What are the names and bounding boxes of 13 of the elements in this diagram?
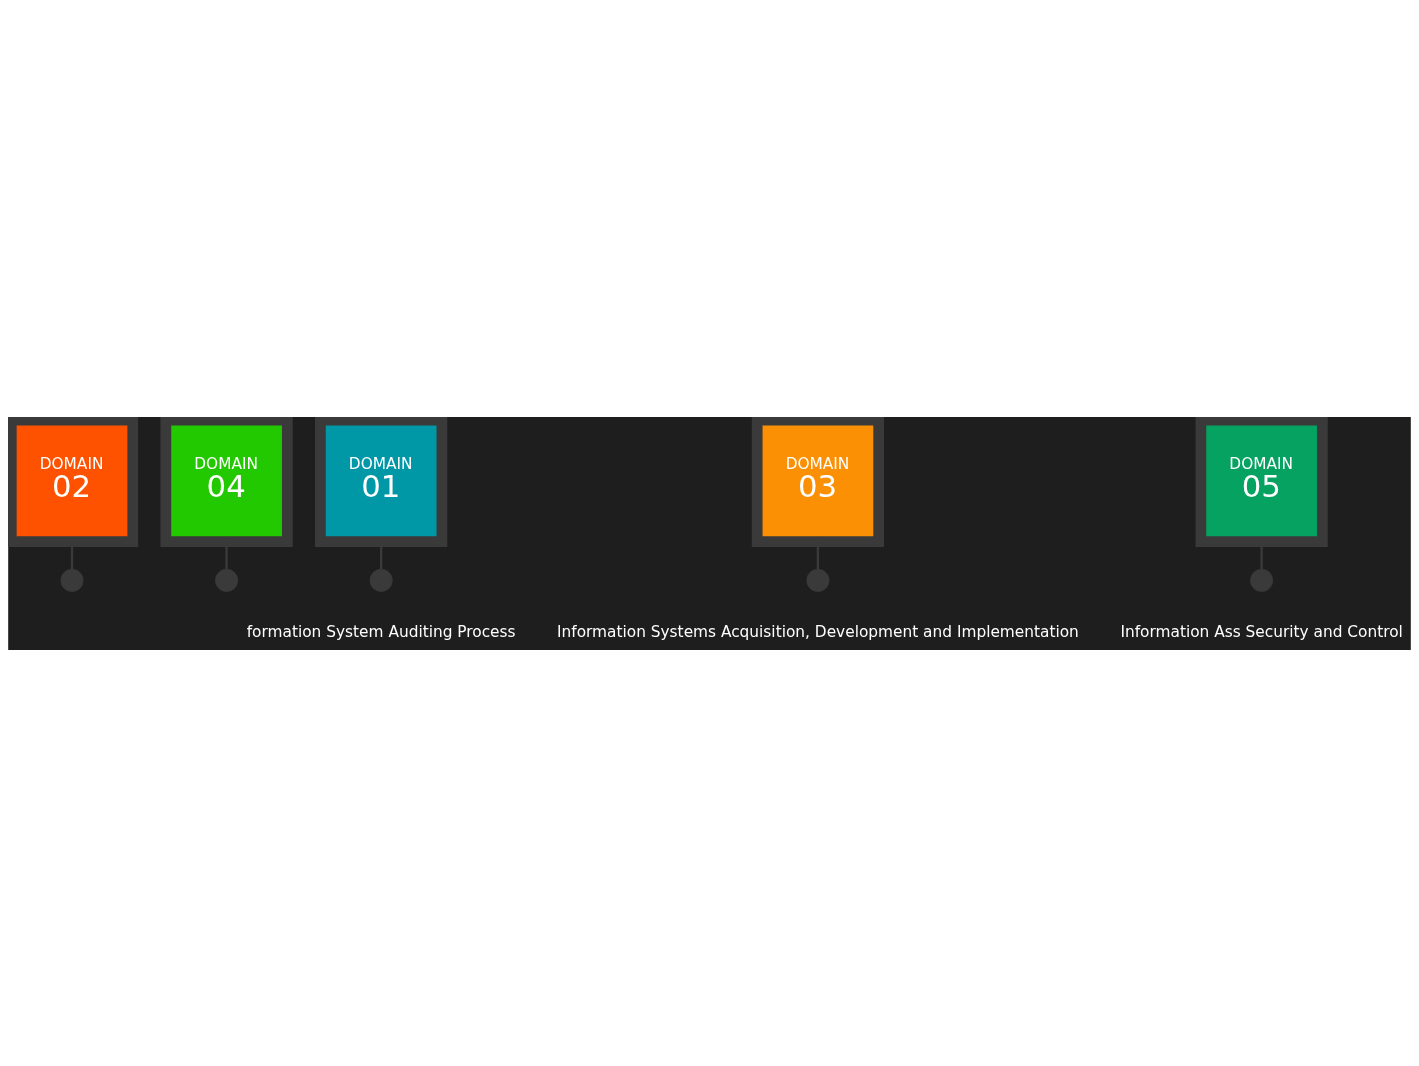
node-box: DOMAIN 04 (160, 416, 293, 547)
node-box: DOMAIN 03 (751, 416, 885, 547)
node-box: DOMAIN 05 (1195, 416, 1328, 547)
node-circle (215, 568, 239, 592)
node-circle (60, 568, 84, 592)
node-box: DOMAIN 02 (8, 416, 139, 547)
node-circle (806, 568, 830, 592)
node-box: DOMAIN 01 (315, 416, 448, 547)
node-label: Information Ass Security and Control (1120, 622, 1403, 641)
node-label: formation System Auditing Process (246, 622, 516, 641)
node-circle (1250, 568, 1274, 592)
node-label: Information Systems Acquisition, Development and Implementation (557, 622, 1079, 641)
node-circle (369, 568, 393, 592)
